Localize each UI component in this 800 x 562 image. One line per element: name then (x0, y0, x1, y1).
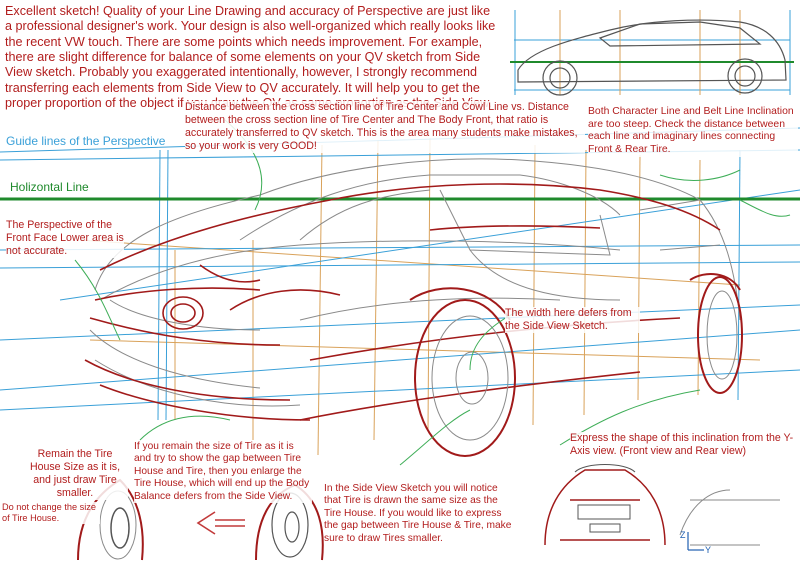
front-face-note: The Perspective of the Front Face Lower … (6, 219, 124, 258)
y-axis-label: Y (705, 545, 712, 555)
side-view-tire-note: In the Side View Sketch you will notice … (324, 483, 514, 546)
side-view-thumbnail (508, 4, 794, 100)
car-feature-lines (84, 183, 721, 421)
front-wheel (409, 287, 516, 457)
car-sketch (89, 158, 741, 407)
inclination-note: Express the shape of this inclination fr… (570, 432, 798, 458)
main-critique-note: Excellent sketch! Quality of your Line D… (5, 4, 497, 112)
rear-wheel (689, 273, 743, 394)
remain-tire-house-note: Remain the Tire House Size as it is, and… (22, 448, 128, 500)
remain-tire-size-note: If you remain the size of Tire as it is … (134, 441, 312, 504)
character-line-note: Both Character Line and Belt Line Inclin… (588, 106, 798, 157)
headlamp (162, 296, 204, 330)
width-note: The width here defers from the Side View… (505, 307, 640, 333)
do-not-change-note: Do not change the size of Tire House. (2, 502, 100, 525)
arrow-left-icon (196, 511, 245, 535)
front-view-thumbnail (544, 464, 780, 551)
guide-lines-label: Guide lines of the Perspective (6, 134, 166, 148)
comment-strokes (74, 119, 791, 466)
z-axis-label: Z (680, 530, 686, 540)
horizontal-line-label: Holizontal Line (10, 180, 89, 194)
distance-ratio-note: Distance between the cross section line … (185, 101, 585, 153)
